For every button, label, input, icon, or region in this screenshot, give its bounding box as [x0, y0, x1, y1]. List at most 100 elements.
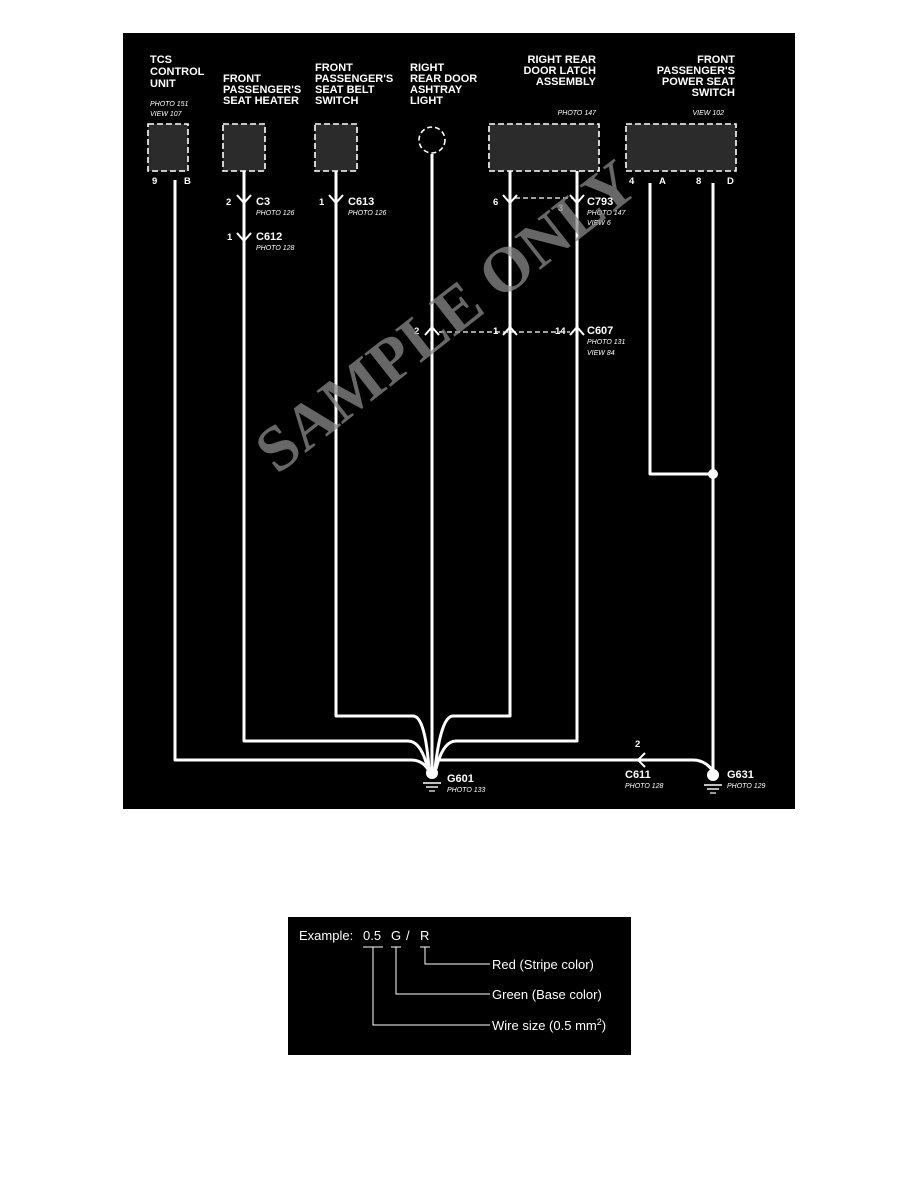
c611-pin: 2: [635, 739, 640, 750]
g601-ref: PHOTO 133: [447, 787, 485, 794]
power-seat-switch: FRONT PASSENGER'S POWER SEAT SWITCH VIEW…: [625, 54, 737, 187]
c793-symbol-left: [502, 194, 518, 205]
c607-ref-2: VIEW 84: [587, 350, 615, 357]
c611-symbol: [636, 752, 646, 768]
power-seat-pin-a: A: [659, 176, 666, 187]
tcs-label-2: CONTROL: [150, 66, 205, 78]
seat-belt-label-4: SWITCH: [315, 95, 358, 107]
wire-ground-jumper: [435, 758, 715, 772]
legend-size-sup: 2: [597, 1017, 602, 1027]
power-seat-label-2: PASSENGER'S: [657, 65, 735, 77]
c612-pin: 1: [227, 232, 233, 243]
legend-svg: Example: 0.5 G / R Red (Stripe color) Gr…: [299, 928, 606, 1033]
wiring-diagram-svg: TCS CONTROL UNIT PHOTO 151 VIEW 107 9 B …: [147, 54, 765, 794]
power-seat-connector-box: [625, 123, 737, 172]
c793-pin-left: 6: [493, 197, 498, 208]
c3-name: C3: [256, 196, 270, 208]
c607-ref-1: PHOTO 131: [587, 339, 625, 346]
legend-base-desc: Green (Base color): [492, 987, 602, 1002]
ashtray-label-4: LIGHT: [410, 95, 443, 107]
legend-slash: /: [406, 928, 410, 943]
power-seat-label-4: SWITCH: [692, 87, 735, 99]
c607-pin-a: 2: [414, 326, 419, 337]
wire-tcs: [173, 180, 431, 772]
wire-code-legend: Example: 0.5 G / R Red (Stripe color) Gr…: [288, 917, 631, 1055]
c607-pin-b: 1: [493, 326, 499, 337]
legend-size-desc: Wire size (0.5 mm2): [492, 1017, 606, 1033]
connector-c793: 6 3 C793 PHOTO 147 VIEW 6: [493, 194, 626, 227]
legend-size-leader: [372, 947, 490, 1026]
c607-name: C607: [587, 325, 613, 337]
legend-stripe-leader: [424, 947, 490, 965]
tcs-ref-2: VIEW 107: [150, 111, 183, 118]
c613-ref: PHOTO 126: [348, 210, 386, 217]
g631-name: G631: [727, 769, 754, 781]
c611-ref: PHOTO 128: [625, 783, 663, 790]
door-latch-ref-1: PHOTO 147: [558, 110, 597, 117]
g631-node: [707, 769, 719, 781]
seat-belt-label-2: PASSENGER'S: [315, 73, 393, 85]
connector-c3: 2 C3 PHOTO 126: [226, 194, 294, 217]
seat-belt-switch: FRONT PASSENGER'S SEAT BELT SWITCH: [314, 62, 393, 172]
tcs-ref-1: PHOTO 151: [150, 101, 188, 108]
seat-heater: FRONT PASSENGER'S SEAT HEATER: [222, 73, 301, 172]
wires: [173, 154, 718, 775]
ashtray-label-2: REAR DOOR: [410, 73, 477, 85]
tcs-pin-b: B: [184, 176, 191, 187]
ashtray-label-1: RIGHT: [410, 62, 445, 74]
wire-seat-heater: [242, 171, 430, 770]
seat-belt-label-1: FRONT: [315, 62, 353, 74]
c613-name: C613: [348, 196, 374, 208]
c793-name: C793: [587, 196, 613, 208]
legend-size: 0.5: [363, 928, 381, 943]
tcs-label-3: UNIT: [150, 78, 176, 90]
connector-c612: 1 C612 PHOTO 128: [227, 231, 294, 252]
connector-c613: 1 C613 PHOTO 126: [319, 194, 386, 217]
seat-heater-label-1: FRONT: [223, 73, 261, 85]
ground-g601: G601 PHOTO 133: [423, 767, 485, 794]
ashtray-label-3: ASHTRAY: [410, 84, 463, 96]
connector-c607: 2 1 14 C607 PHOTO 131 VIEW 84: [414, 325, 625, 357]
sample-only-watermark: SAMPLE ONLY: [242, 146, 650, 486]
c793-ref-2: VIEW 6: [587, 220, 611, 227]
g631-ref: PHOTO 129: [727, 783, 765, 790]
c612-name: C612: [256, 231, 282, 243]
wire-door-latch-a: [433, 171, 512, 770]
c3-symbol: [236, 194, 252, 205]
c3-ref: PHOTO 126: [256, 210, 294, 217]
seat-heater-label-3: SEAT HEATER: [223, 95, 299, 107]
power-seat-ref-1: VIEW 102: [692, 110, 724, 117]
c607-symbol-a: [424, 325, 440, 336]
tcs-connector-box: [147, 123, 189, 172]
legend-stripe: R: [420, 928, 429, 943]
c612-symbol: [236, 232, 252, 243]
seat-heater-connector-box: [222, 123, 266, 172]
door-latch-label-2: DOOR LATCH: [523, 65, 596, 77]
door-latch-label-1: RIGHT REAR: [528, 54, 597, 66]
legend-base: G: [391, 928, 401, 943]
c613-pin: 1: [319, 197, 325, 208]
c607-pin-c: 14: [555, 326, 566, 337]
legend-base-leader: [395, 947, 490, 995]
door-latch-connector-box: [488, 123, 600, 172]
seat-heater-label-2: PASSENGER'S: [223, 84, 301, 96]
tcs-label-1: TCS: [150, 54, 172, 66]
splice-dot: [708, 469, 718, 479]
c793-ref-1: PHOTO 147: [587, 210, 626, 217]
ground-g631: G631 PHOTO 129: [704, 769, 765, 794]
c3-pin: 2: [226, 197, 231, 208]
power-seat-pin-8: 8: [696, 176, 701, 187]
wire-seat-belt: [334, 171, 431, 770]
c607-symbol-c: [569, 325, 585, 336]
connector-c611: 2 C611 PHOTO 128: [625, 739, 663, 790]
c611-name: C611: [625, 769, 651, 781]
door-latch-label-3: ASSEMBLY: [536, 76, 597, 88]
g601-name: G601: [447, 773, 474, 785]
legend-prefix: Example:: [299, 928, 353, 943]
wire-door-latch-b: [434, 171, 579, 770]
ashtray-light: RIGHT REAR DOOR ASHTRAY LIGHT: [410, 62, 477, 154]
c793-symbol-right: [569, 194, 585, 205]
power-seat-label-3: POWER SEAT: [662, 76, 735, 88]
power-seat-pin-4: 4: [629, 176, 635, 187]
tcs-control-unit: TCS CONTROL UNIT PHOTO 151 VIEW 107 9 B: [147, 54, 205, 187]
